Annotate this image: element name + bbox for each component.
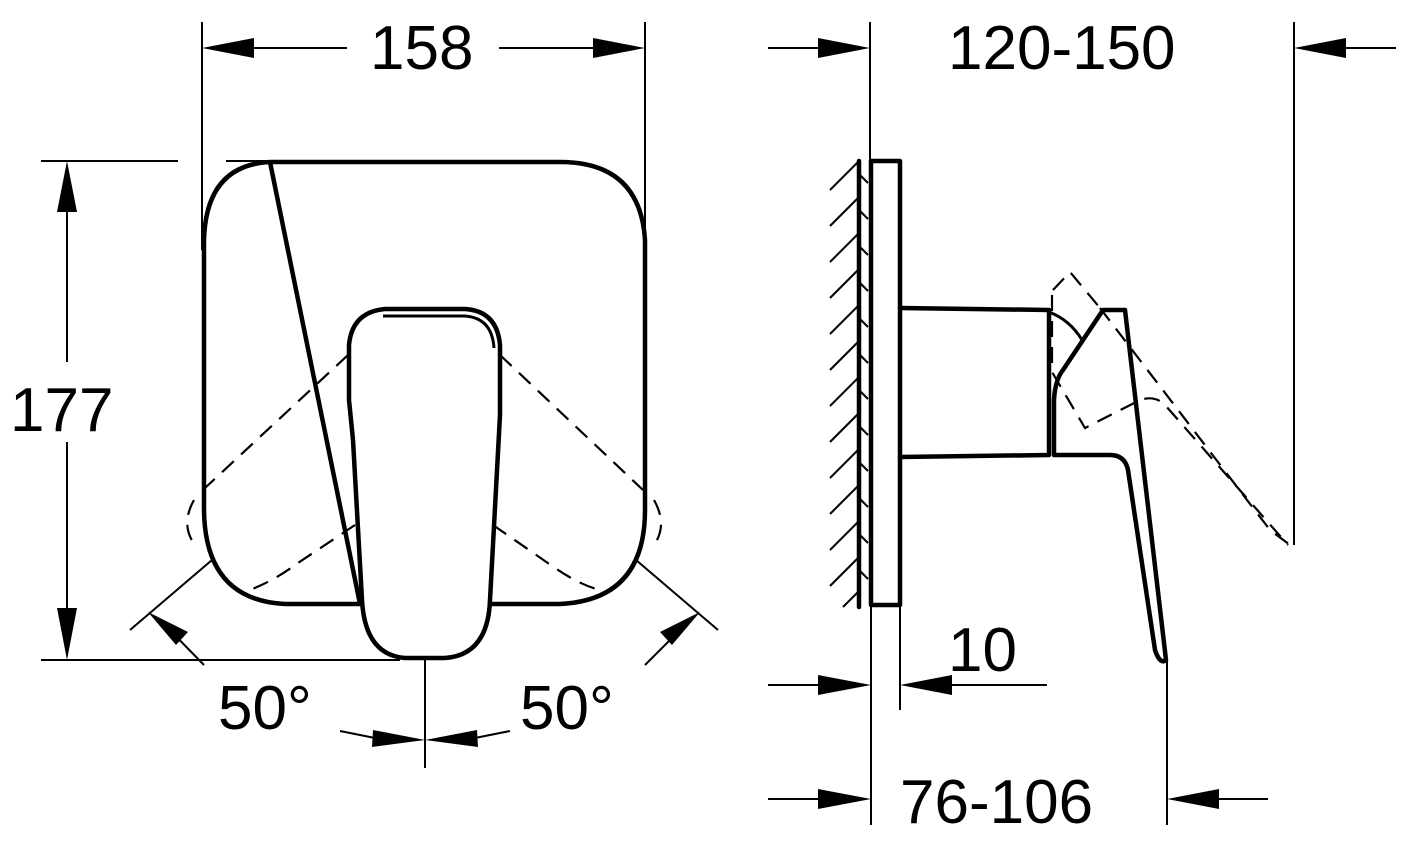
cover-plate-side [868, 158, 903, 608]
angle-dimension-right [635, 559, 719, 666]
angle-left-label: 50° [218, 674, 312, 743]
projection-range-label: 120-150 [948, 14, 1176, 83]
width-dimension-label: 158 [370, 14, 474, 83]
lever-side [1051, 307, 1169, 664]
wall-hatching [829, 158, 869, 610]
handle-front-outline [346, 306, 503, 661]
plate-thickness-label: 10 [948, 616, 1017, 685]
cover-plate-outline [201, 159, 648, 607]
height-dimension [41, 160, 178, 661]
projection-dimension [768, 22, 1396, 545]
width-dimension [201, 22, 646, 250]
side-view [768, 22, 1396, 825]
depth-dimension [768, 660, 1268, 825]
angle-dimension-left [129, 559, 400, 666]
height-dimension-label: 177 [10, 376, 114, 445]
depth-range-label: 76-106 [900, 768, 1094, 837]
plate-thickness-dimension [768, 605, 1047, 825]
angle-center-marker [339, 660, 511, 768]
angle-right-label: 50° [520, 674, 614, 743]
front-view [41, 22, 719, 768]
body-side [897, 305, 1052, 460]
